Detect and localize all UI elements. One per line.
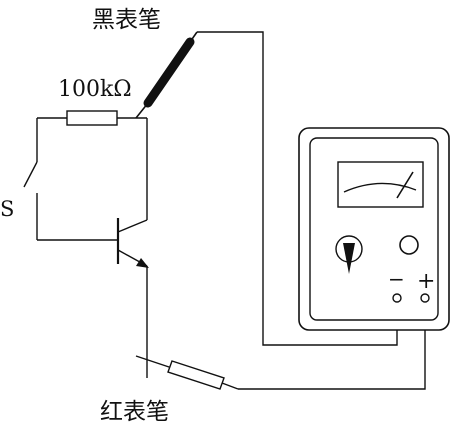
meter-needle <box>396 171 414 199</box>
resistor <box>66 110 118 126</box>
multimeter: − + <box>298 127 450 331</box>
switch-s <box>23 161 38 240</box>
black-probe <box>135 31 198 119</box>
meter-display <box>337 161 424 208</box>
resistor-branch <box>36 110 147 162</box>
plus-terminal-label: + <box>417 269 435 294</box>
red-probe <box>135 355 239 390</box>
resistor-label: 100kΩ <box>58 77 132 102</box>
zero-adjust-knob[interactable] <box>399 235 419 255</box>
red-probe-wire <box>238 302 426 390</box>
transistor <box>116 218 149 268</box>
red-probe-body <box>167 360 225 390</box>
switch-label: S <box>0 197 14 221</box>
black-probe-label: 黑表笔 <box>92 7 161 33</box>
minus-terminal-label: − <box>388 267 405 291</box>
emitter-arrow <box>136 258 149 268</box>
plus-terminal[interactable] <box>420 293 430 303</box>
meter-scale-arc <box>343 182 417 193</box>
selector-pointer <box>343 243 355 274</box>
minus-terminal[interactable] <box>392 293 402 303</box>
red-probe-label: 红表笔 <box>100 399 169 425</box>
